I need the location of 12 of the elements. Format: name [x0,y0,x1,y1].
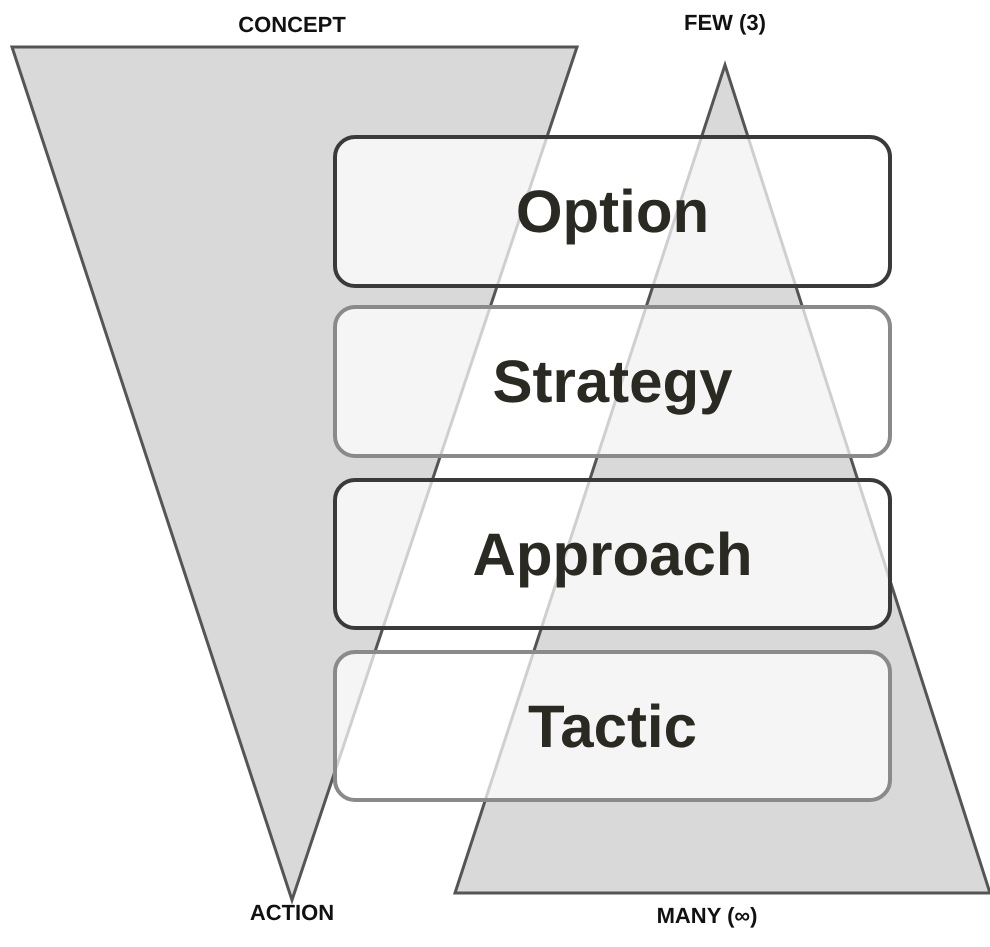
level-label: Tactic [528,692,697,760]
triangle-label: ACTION [250,900,334,926]
triangle-label: MANY (∞) [656,903,758,929]
level-card [333,650,892,802]
triangle-label: FEW (3) [684,10,766,36]
level-card [333,135,892,288]
level-label: Strategy [492,347,733,416]
level-card [333,305,892,458]
triangle-label: CONCEPT [238,12,346,38]
level-label: Approach [472,520,753,588]
level-label: Option [516,177,710,246]
level-card [333,478,892,630]
